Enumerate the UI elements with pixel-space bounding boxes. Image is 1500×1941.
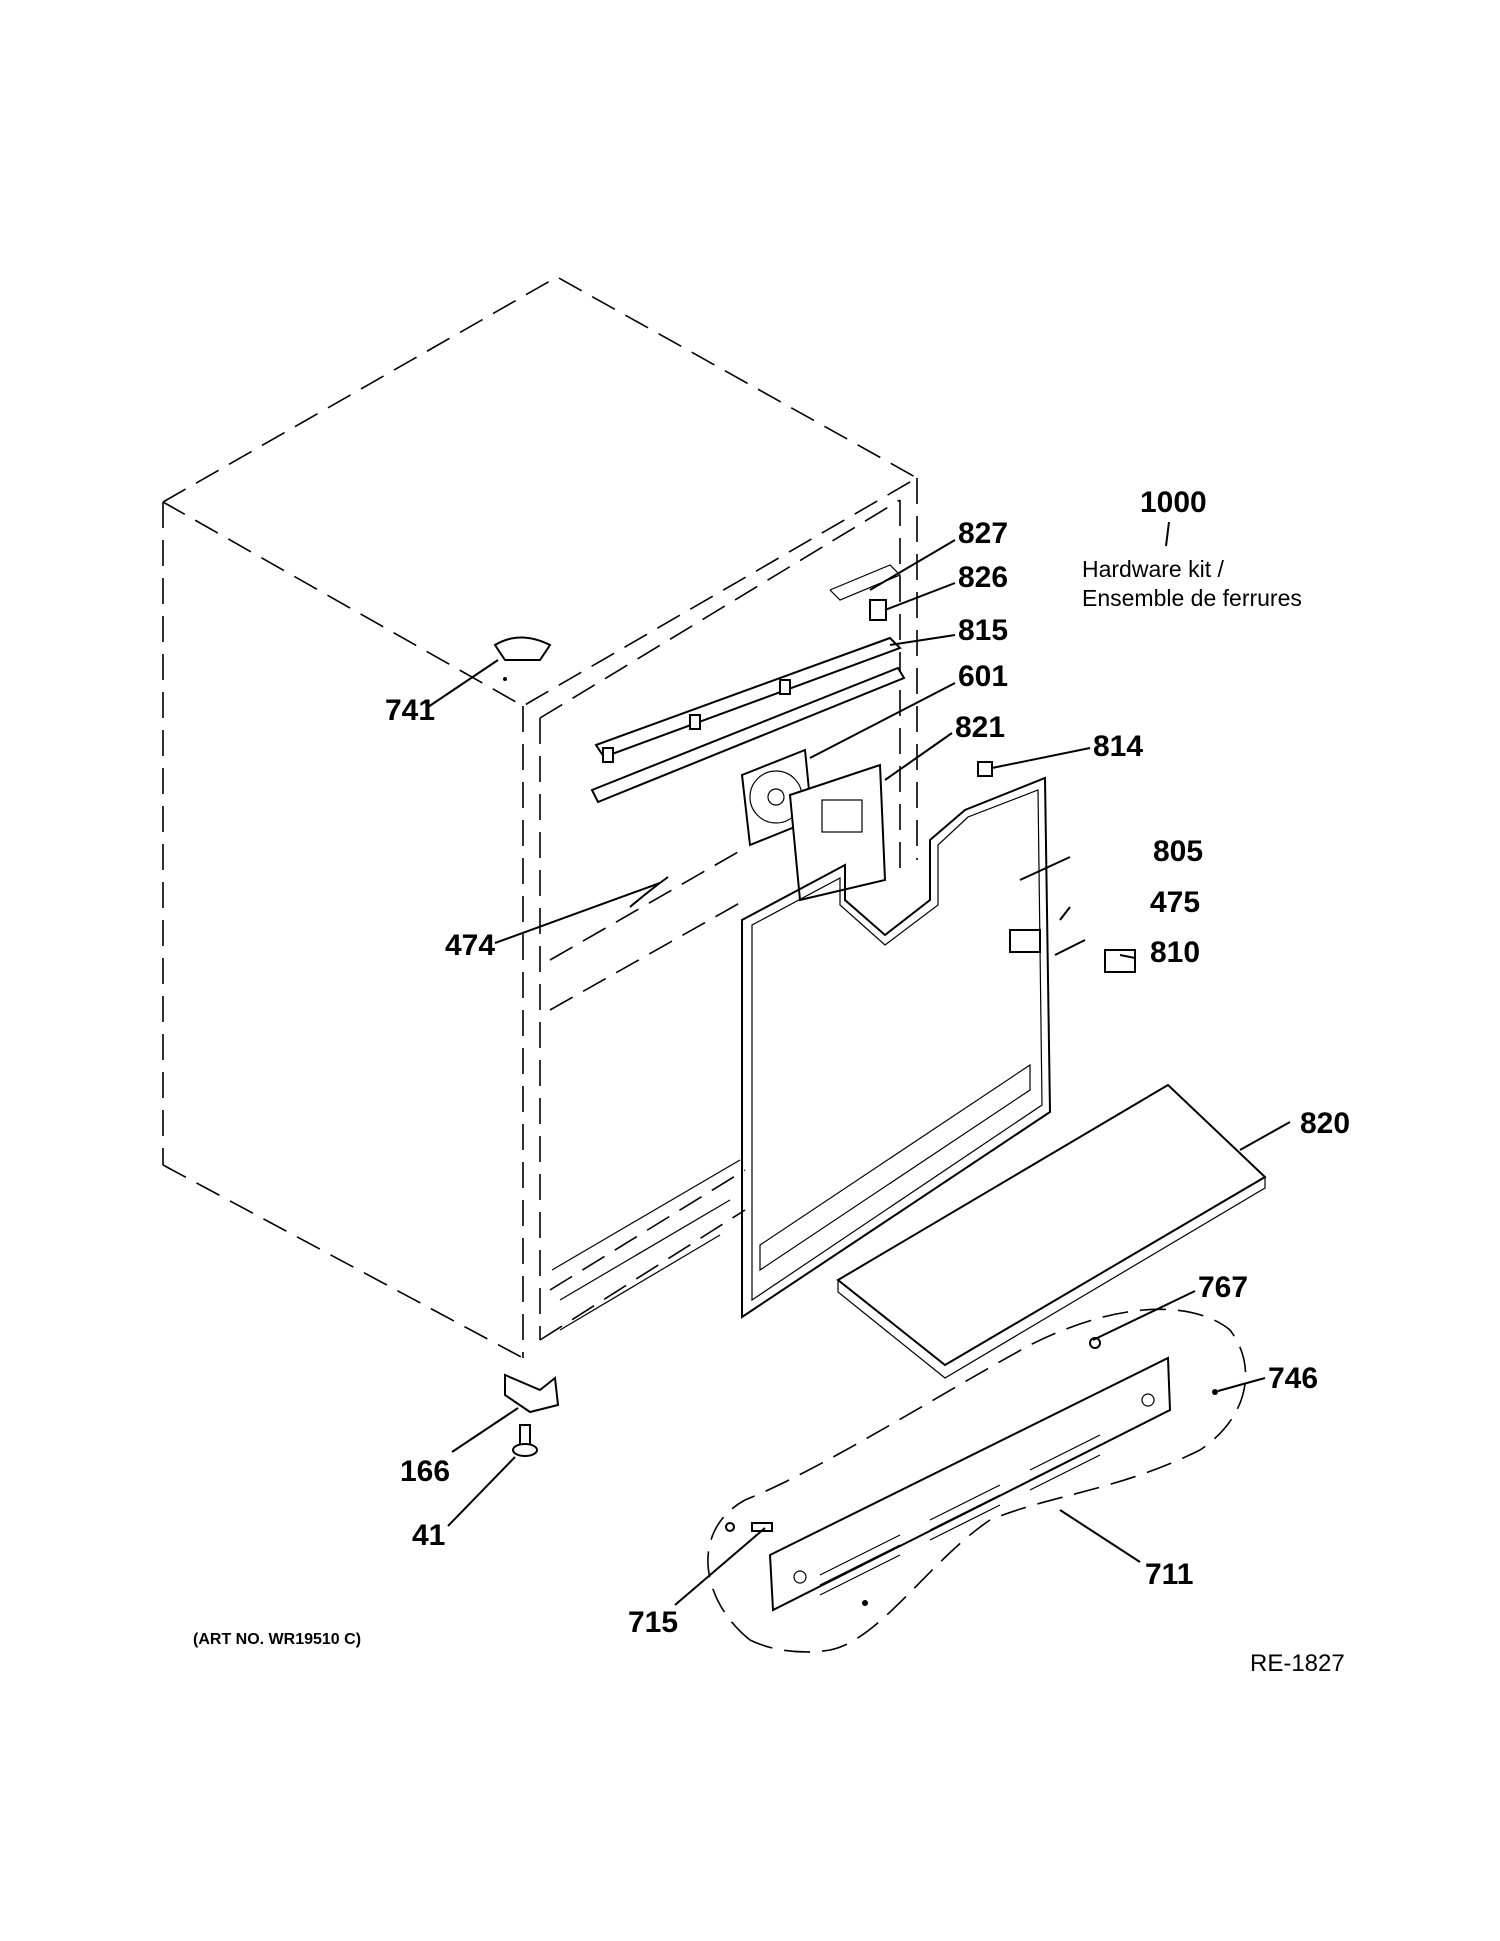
callout-715: 715 xyxy=(628,1606,678,1639)
callout-814: 814 xyxy=(1093,730,1143,763)
part-41-leveling-leg xyxy=(512,1424,538,1457)
callout-821: 821 xyxy=(955,711,1005,744)
part-741-plug xyxy=(493,636,552,661)
part-827-channel xyxy=(829,564,902,601)
callout-820: 820 xyxy=(1300,1107,1350,1140)
callout-1000: 1000 xyxy=(1140,486,1207,519)
callout-826: 826 xyxy=(958,561,1008,594)
part-805-panel xyxy=(741,776,1052,1319)
callout-41: 41 xyxy=(412,1519,445,1552)
leader-lines xyxy=(427,521,1291,1606)
part-746-screw xyxy=(1212,1389,1218,1395)
cabinet-outline xyxy=(162,276,919,1359)
callout-741: 741 xyxy=(385,694,435,727)
callout-166: 166 xyxy=(400,1455,450,1488)
callout-601: 601 xyxy=(958,660,1008,693)
part-810-switch xyxy=(1104,949,1136,973)
part-814-clip xyxy=(977,761,993,777)
hardware-kit-label-fr: Ensemble de ferrures xyxy=(1082,585,1302,611)
part-474-wire xyxy=(629,876,669,908)
part-815-rail xyxy=(590,636,906,804)
callout-827: 827 xyxy=(958,517,1008,550)
callout-746: 746 xyxy=(1268,1362,1318,1395)
grille-screw-bottom xyxy=(862,1600,868,1606)
part-741-screw-hole xyxy=(503,677,507,681)
part-820-insulation xyxy=(836,1083,1267,1379)
part-711-grille xyxy=(768,1356,1172,1612)
callout-474: 474 xyxy=(445,929,495,962)
part-166-bracket xyxy=(504,1373,560,1414)
part-711-grille-outline xyxy=(707,1308,1247,1653)
part-826-bracket xyxy=(869,599,887,621)
grille-screw-left xyxy=(725,1522,735,1532)
part-475-wire xyxy=(1054,939,1086,956)
callout-475: 475 xyxy=(1150,886,1200,919)
part-821-bracket xyxy=(788,763,887,902)
callout-815: 815 xyxy=(958,614,1008,647)
hardware-kit-label-en: Hardware kit / xyxy=(1082,556,1224,582)
reference-code: RE-1827 xyxy=(1250,1650,1345,1677)
callout-767: 767 xyxy=(1198,1271,1248,1304)
art-number: (ART NO. WR19510 C) xyxy=(193,1631,361,1648)
callout-810: 810 xyxy=(1150,936,1200,969)
callout-711: 711 xyxy=(1145,1558,1193,1591)
callout-805: 805 xyxy=(1153,835,1203,868)
